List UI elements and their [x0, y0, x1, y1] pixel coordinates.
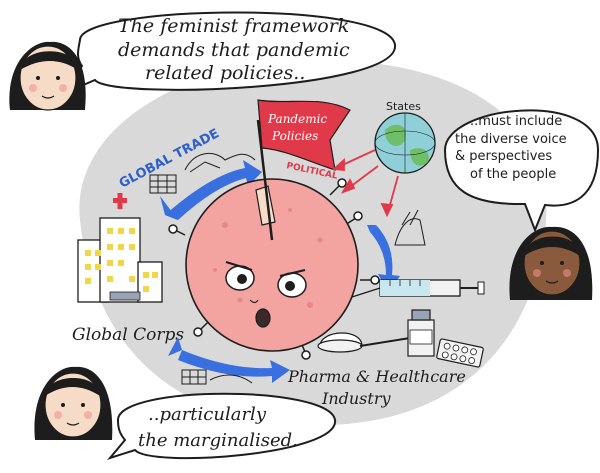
flag-line-2: Policies	[271, 129, 318, 143]
pandemic-policies-flag: Pandemic Policies	[257, 99, 351, 171]
hospital-building-icon	[77, 193, 163, 303]
bubble-top-line-1: The feminist framework	[118, 15, 349, 37]
bubble-bottom-line-1: ..particularly	[148, 404, 267, 425]
arrow-pharma-vertical	[367, 225, 400, 292]
svg-text:Pandemic Policies: Pandemic Policies	[267, 112, 331, 143]
bubble-top-line-3: related policies..	[145, 62, 305, 84]
medicine-bottle-icon	[407, 309, 435, 357]
bubble-right-line-1: ..must include	[470, 114, 562, 129]
svg-text:..particularly the margi: ..particularly the marginalised.	[138, 404, 298, 451]
virus-character	[168, 178, 380, 360]
flag-line-1: Pandemic	[267, 112, 327, 126]
svg-text:The feminist framework d: The feminist framework demands that pand…	[118, 15, 356, 84]
svg-text:Pharma & Healthcare Indust: Pharma & Healthcare Industry	[287, 367, 471, 408]
speech-bubble-right: ..must include the diverse voice & persp…	[443, 109, 600, 233]
label-global-corps: Global Corps	[72, 325, 184, 345]
bubble-right-line-3: & perspectives	[455, 149, 552, 164]
hand-holding-flag	[255, 119, 276, 241]
label-states: States	[386, 100, 421, 113]
woman-avatar-top-left	[9, 41, 86, 111]
hand-icon	[394, 209, 426, 246]
speech-bubble-top: The feminist framework demands that pand…	[56, 11, 397, 98]
svg-text:..must include the diver: ..must include the diverse voice & persp…	[455, 114, 571, 182]
medicine-spoon-icon	[317, 332, 411, 353]
bubble-top-line-2: demands that pandemic	[118, 39, 350, 61]
trade-cart-icon	[149, 174, 177, 194]
speech-bubble-bottom: ..particularly the marginalised.	[107, 392, 337, 460]
label-pharma-line-2: Industry	[321, 389, 391, 408]
pill-pack-icon	[436, 338, 484, 368]
handshake-bottom-icon	[181, 369, 253, 385]
handshake-icon	[184, 152, 256, 173]
arrow-corps-pharma	[168, 337, 290, 383]
globe-icon	[374, 112, 436, 174]
bubble-right-line-4: of the people	[470, 167, 556, 182]
arrow-global-trade	[160, 160, 262, 220]
syringe-icon	[351, 279, 485, 298]
woman-avatar-bottom-left	[34, 366, 113, 440]
bubble-bottom-line-2: the marginalised.	[138, 430, 298, 451]
arrows-states-to-policies	[331, 149, 399, 218]
bubble-right-line-2: the diverse voice	[455, 132, 567, 147]
label-pharma-line-1: Pharma & Healthcare	[287, 367, 466, 386]
woman-avatar-right	[509, 226, 593, 300]
